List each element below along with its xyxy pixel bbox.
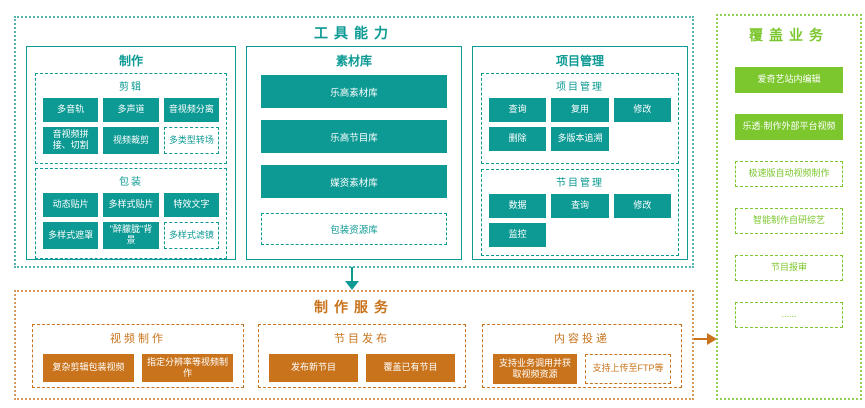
diagram-node: 音视频拼接、切割 [43, 127, 99, 154]
video-production-group-title: 视频制作 [110, 333, 166, 345]
diagram-node: 多版本追溯 [551, 127, 609, 151]
diagram-node: 查询 [551, 194, 609, 218]
diagram-node: 支持业务调用并获取视频资源 [493, 354, 577, 384]
diagram-node: 特效文字 [163, 193, 219, 217]
diagram-node: 数据 [489, 194, 547, 218]
diagram-node: "醉朦胧"背景 [103, 222, 159, 249]
project-management-box: 项目管理 项目管理 查询 复用 修改 删除 多版本追溯 节目管理 数据 查询 修… [472, 46, 688, 260]
diagram-node: 乐高素材库 [261, 75, 447, 108]
right-arrow-icon [694, 338, 708, 340]
diagram-node: 节目报审 [735, 255, 843, 281]
project-subgroup-title: 项目管理 [556, 82, 604, 93]
diagram-node: 删除 [489, 127, 547, 151]
content-delivery-group: 内容投递 支持业务调用并获取视频资源 支持上传至FTP等 [482, 324, 682, 388]
diagram-node: 视频裁剪 [103, 127, 159, 154]
clip-group-title: 剪辑 [119, 82, 143, 93]
clip-group: 剪辑 多音轨 多声道 音视频分离 音视频拼接、切割 视频裁剪 多类型转场 [35, 73, 227, 164]
diagram-node: 媒资素材库 [261, 165, 447, 198]
diagram-node: 多音轨 [43, 98, 99, 122]
diagram-node: 修改 [613, 194, 671, 218]
diagram-node: 多类型转场 [163, 127, 219, 154]
diagram-node: 乐高节目库 [261, 120, 447, 153]
diagram-node: 极速版自动视频制作 [735, 161, 843, 187]
down-arrow-icon [351, 267, 353, 282]
diagram-node: 覆盖已有节目 [366, 354, 455, 382]
coverage-business-title: 覆盖业务 [749, 27, 829, 43]
production-service-panel: 制作服务 视频制作 复杂剪辑包装视频 指定分辨率等视频制作 节目发布 发布新节目… [14, 290, 694, 400]
program-subgroup-title: 节目管理 [556, 178, 604, 189]
production-service-title: 制作服务 [314, 299, 394, 315]
project-grid: 查询 复用 修改 删除 多版本追溯 [482, 93, 678, 158]
diagram-node: 爱奇艺站内编辑 [735, 67, 843, 93]
program-grid: 数据 查询 修改 监控 [482, 189, 678, 254]
diagram-node: 指定分辨率等视频制作 [142, 354, 233, 382]
packaging-grid: 动态贴片 多样式贴片 特效文字 多样式遮罩 "醉朦胧"背景 多样式滤镜 [36, 188, 226, 256]
clip-grid: 多音轨 多声道 音视频分离 音视频拼接、切割 视频裁剪 多类型转场 [36, 93, 226, 161]
production-box: 制作 剪辑 多音轨 多声道 音视频分离 音视频拼接、切割 视频裁剪 多类型转场 … [26, 46, 236, 260]
program-publish-group-title: 节目发布 [334, 333, 390, 345]
tool-capability-panel: 工具能力 制作 剪辑 多音轨 多声道 音视频分离 音视频拼接、切割 视频裁剪 多… [14, 16, 694, 268]
program-publish-group: 节目发布 发布新节目 覆盖已有节目 [258, 324, 466, 388]
diagram-node: 多样式贴片 [103, 193, 159, 217]
tool-capability-title: 工具能力 [314, 25, 394, 41]
material-library-bars: 乐高素材库 乐高节目库 媒资素材库 包装资源库 [261, 75, 447, 245]
down-arrowhead-icon [345, 281, 359, 290]
diagram-node: 修改 [613, 98, 671, 122]
diagram-node: 乐透·制作外部平台视频 [735, 114, 843, 140]
packaging-group-title: 包装 [119, 177, 143, 188]
project-subgroup: 项目管理 查询 复用 修改 删除 多版本追溯 [481, 73, 679, 164]
diagram-node: 动态贴片 [43, 193, 99, 217]
diagram-node: 多声道 [103, 98, 159, 122]
content-delivery-group-title: 内容投递 [554, 333, 610, 345]
diagram-node: 多样式滤镜 [163, 222, 219, 249]
material-library-title: 素材库 [335, 54, 372, 68]
program-subgroup: 节目管理 数据 查询 修改 监控 [481, 169, 679, 256]
production-box-title: 制作 [118, 54, 143, 68]
diagram-node: 包装资源库 [261, 213, 447, 245]
coverage-business-panel: 覆盖业务 爱奇艺站内编辑 乐透·制作外部平台视频 极速版自动视频制作 智能制作自… [716, 14, 862, 400]
diagram-node: 支持上传至FTP等 [585, 354, 671, 384]
coverage-business-items: 爱奇艺站内编辑 乐透·制作外部平台视频 极速版自动视频制作 智能制作自研综艺 节… [718, 67, 860, 328]
right-arrowhead-icon [707, 333, 717, 345]
packaging-group: 包装 动态贴片 多样式贴片 特效文字 多样式遮罩 "醉朦胧"背景 多样式滤镜 [35, 168, 227, 259]
material-library-box: 素材库 乐高素材库 乐高节目库 媒资素材库 包装资源库 [246, 46, 462, 260]
diagram-node: 复杂剪辑包装视频 [43, 354, 134, 382]
diagram-node: 智能制作自研综艺 [735, 208, 843, 234]
diagram-node: 音视频分离 [163, 98, 219, 122]
project-management-title: 项目管理 [555, 54, 604, 68]
program-publish-row: 发布新节目 覆盖已有节目 [259, 346, 465, 382]
video-production-row: 复杂剪辑包装视频 指定分辨率等视频制作 [33, 346, 243, 382]
diagram-node: ...... [735, 302, 843, 328]
diagram-node: 监控 [489, 223, 547, 247]
diagram-node: 多样式遮罩 [43, 222, 99, 249]
video-production-group: 视频制作 复杂剪辑包装视频 指定分辨率等视频制作 [32, 324, 244, 388]
diagram-node: 发布新节目 [269, 354, 358, 382]
content-delivery-row: 支持业务调用并获取视频资源 支持上传至FTP等 [483, 346, 681, 384]
diagram-node: 复用 [551, 98, 609, 122]
diagram-node: 查询 [489, 98, 547, 122]
